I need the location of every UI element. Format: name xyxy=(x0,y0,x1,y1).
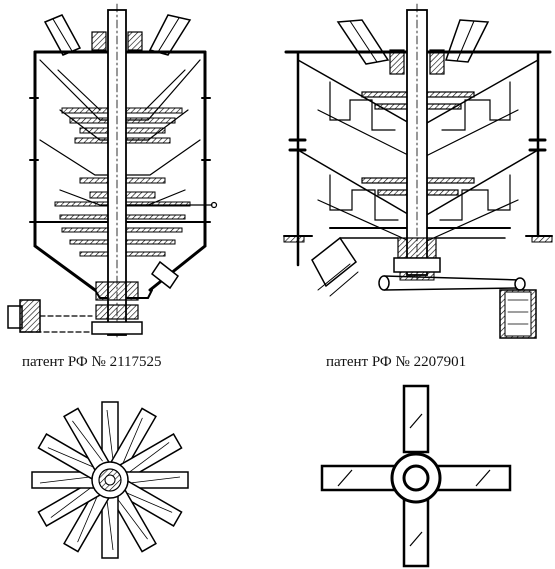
rotor-hub xyxy=(91,461,129,499)
rotor-blade xyxy=(402,384,430,454)
rotor-multiblade-plan xyxy=(31,401,189,559)
rotor-hub xyxy=(390,452,442,504)
apparatus-left-drawing xyxy=(7,3,218,341)
inlet-pipe-right xyxy=(444,19,490,63)
apparatus-right-drawing xyxy=(283,3,553,339)
drive-motor-left xyxy=(7,299,93,333)
outlet-nozzle xyxy=(311,236,506,297)
caption-patent-2207901: патент РФ № 2207901 xyxy=(326,354,467,370)
rotor-blade xyxy=(402,498,430,568)
drive-motor-right xyxy=(499,289,537,339)
inlet-pipe-right xyxy=(148,14,192,56)
inlet-pipe-left xyxy=(43,14,82,56)
central-shaft xyxy=(389,3,445,281)
belt-drive xyxy=(378,275,526,291)
rotor-cross-plan xyxy=(320,384,512,568)
inlet-pipe-left xyxy=(336,19,390,65)
rotor-blade xyxy=(37,433,110,485)
caption-patent-2117525: патент РФ № 2117525 xyxy=(22,354,162,370)
side-rod xyxy=(119,201,218,209)
outlet-nozzle xyxy=(150,260,180,290)
rotor-blade xyxy=(320,464,398,492)
rotor-blade xyxy=(434,464,512,492)
central-shaft xyxy=(91,3,143,341)
